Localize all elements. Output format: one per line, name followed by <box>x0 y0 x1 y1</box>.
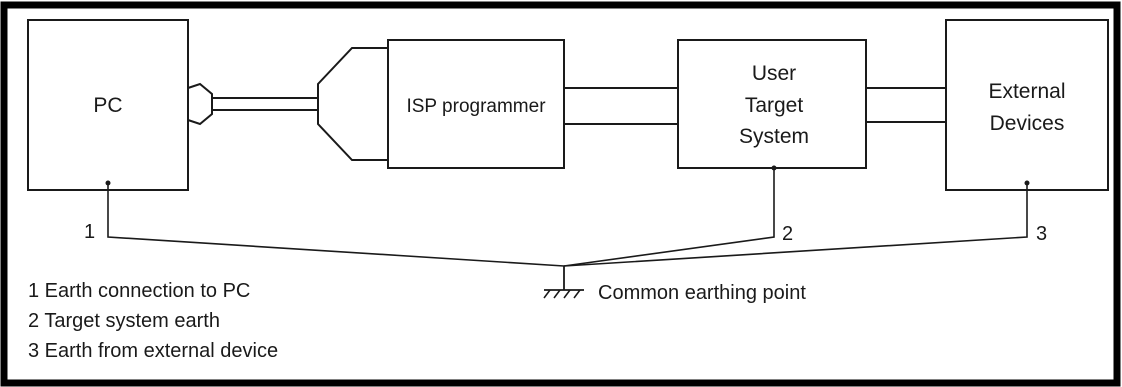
legend: 1 Earth connection to PC 2 Target system… <box>28 280 278 362</box>
pc-label: PC <box>93 94 122 117</box>
target-label-line2: Target <box>745 94 804 117</box>
ribbon-cable <box>564 87 686 125</box>
legend-item-1: 1 Earth connection to PC <box>28 280 250 302</box>
earth-wire-1 <box>107 183 565 267</box>
legend-item-2: 2 Target system earth <box>28 310 220 332</box>
earth-number-3: 3 <box>1036 223 1047 245</box>
external-label-line1: External <box>988 80 1065 103</box>
earth-wire-3 <box>563 183 1028 267</box>
target-label-line3: System <box>739 125 809 148</box>
pc-box: PC <box>27 19 189 191</box>
isp-connector <box>317 47 388 161</box>
common-earthing-point-label: Common earthing point <box>598 282 806 304</box>
legend-item-3: 3 Earth from external device <box>28 340 278 362</box>
isp-programmer-box: ISP programmer <box>387 39 565 169</box>
pc-plug <box>187 82 213 126</box>
external-devices-box: External Devices <box>945 19 1109 191</box>
serial-cable <box>212 97 318 111</box>
earth-number-1: 1 <box>84 221 95 243</box>
isp-label: ISP programmer <box>406 96 546 117</box>
ground-symbol-icon <box>543 266 584 299</box>
earth-wire-2 <box>563 168 775 267</box>
earth-number-2: 2 <box>782 223 793 245</box>
external-label-line2: Devices <box>990 112 1065 135</box>
target-system-box: User Target System <box>677 39 867 169</box>
target-label-line1: User <box>752 62 796 85</box>
external-link <box>866 87 946 123</box>
